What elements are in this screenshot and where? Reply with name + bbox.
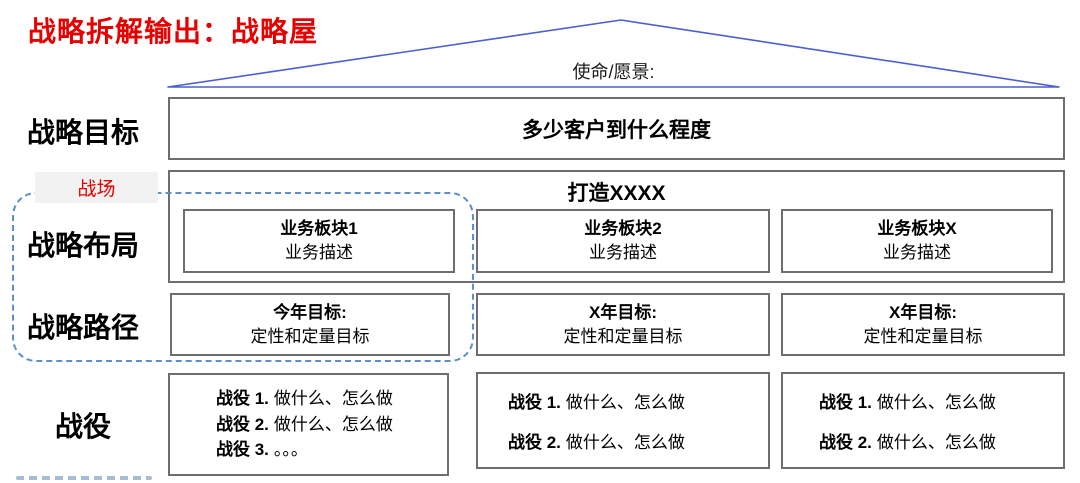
campaign-text: 做什么、怎么做 [273,389,393,409]
business-block-title: 业务板块2 [584,219,662,239]
bottom-dashed-strip [16,476,152,480]
business-block-title: 业务板块X [877,219,957,239]
path-box-desc: 定性和定量目标 [863,326,983,346]
business-block-desc: 业务描述 [285,243,353,262]
roof-outline [167,19,1060,88]
path-box-desc: 定性和定量目标 [563,326,683,346]
path-box-desc: 定性和定量目标 [250,326,370,346]
page-title: 战略拆解输出：战略屋 [28,16,319,47]
campaign-box-1: 战役 1.做什么、怎么做 战役 2.做什么、怎么做 战役 3.。。。 [168,373,449,476]
path-box-year-x-1: X年目标: 定性和定量目标 [476,293,770,356]
business-block-title: 业务板块1 [280,219,358,239]
row-label-strategic-path: 战略路径 [26,312,139,343]
campaign-number: 战役 2. [508,432,561,452]
path-box-title: 今年目标: [273,302,347,322]
campaign-line: 战役 3.。。。 [216,437,447,463]
campaign-number: 战役 1. [216,389,269,409]
path-box-this-year: 今年目标: 定性和定量目标 [170,293,450,356]
business-block-desc: 业务描述 [883,243,951,262]
battlefield-chip: 战场 [35,172,158,203]
campaign-number: 战役 2. [216,414,269,434]
campaign-box-3: 战役 1.做什么、怎么做 战役 2.做什么、怎么做 [781,372,1065,469]
business-block-x: 业务板块X 业务描述 [781,209,1053,273]
campaign-line: 战役 2.做什么、怎么做 [819,428,1063,453]
campaign-text: 做什么、怎么做 [273,414,393,434]
campaign-text: 做什么、怎么做 [876,432,996,452]
row-label-strategic-layout: 战略布局 [26,230,139,261]
campaign-text: 做什么、怎么做 [876,393,996,413]
campaign-number: 战役 3. [216,440,269,460]
campaign-text: 。。。 [273,440,308,460]
mission-vision-label: 使命/愿景: [572,62,655,82]
business-block-desc: 业务描述 [589,243,657,262]
campaign-line: 战役 2.做什么、怎么做 [508,428,768,453]
campaign-line: 战役 1.做什么、怎么做 [819,388,1063,413]
path-box-title: X年目标: [589,302,657,322]
campaign-number: 战役 2. [819,432,872,452]
row-label-campaign: 战役 [54,411,111,442]
layout-banner-text: 打造XXXX [567,182,666,205]
campaign-box-2: 战役 1.做什么、怎么做 战役 2.做什么、怎么做 [476,372,770,469]
campaign-number: 战役 1. [819,393,872,413]
business-block-1: 业务板块1 业务描述 [183,209,455,273]
row-label-strategic-goal: 战略目标 [26,117,139,148]
campaign-number: 战役 1. [508,393,561,413]
strategic-goal-text: 多少客户到什么程度 [522,118,711,142]
business-block-2: 业务板块2 业务描述 [476,209,770,273]
campaign-line: 战役 2.做什么、怎么做 [216,412,447,438]
strategic-goal-box: 多少客户到什么程度 [168,97,1065,160]
path-box-title: X年目标: [889,302,957,322]
campaign-text: 做什么、怎么做 [565,393,685,413]
campaign-line: 战役 1.做什么、怎么做 [508,388,768,413]
path-box-year-x-2: X年目标: 定性和定量目标 [781,293,1065,356]
campaign-text: 做什么、怎么做 [565,432,685,452]
campaign-line: 战役 1.做什么、怎么做 [216,386,447,412]
